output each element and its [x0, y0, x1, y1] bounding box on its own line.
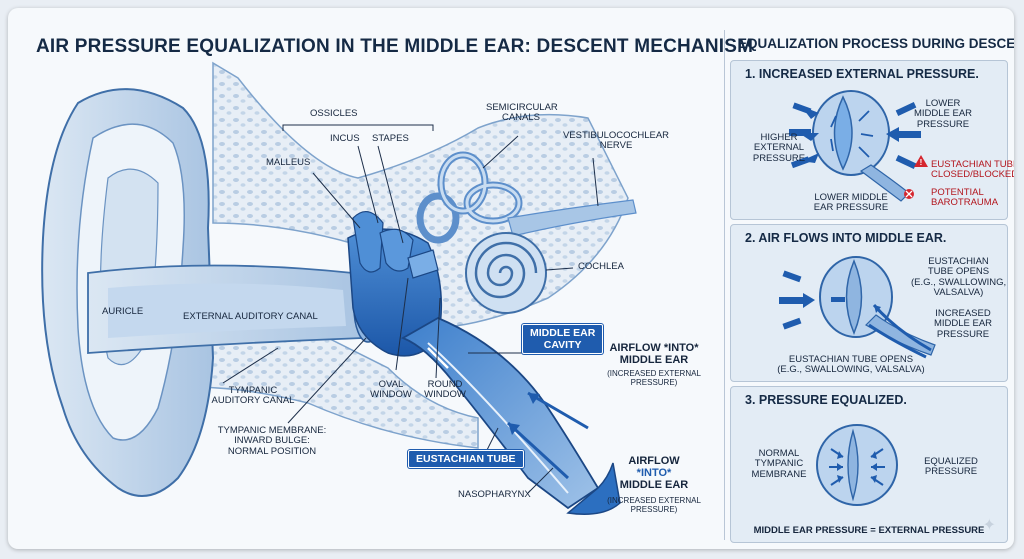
page-title: AIR PRESSURE EQUALIZATION IN THE MIDDLE … — [36, 36, 754, 57]
step-2-title: 2. AIR FLOWS INTO MIDDLE EAR. — [745, 231, 947, 245]
label-incus: INCUS — [330, 133, 360, 144]
diagram-card: AIR PRESSURE EQUALIZATION IN THE MIDDLE … — [8, 8, 1014, 549]
sparkle-icon: ✦ — [982, 517, 996, 534]
step-3-footer: MIDDLE EAR PRESSURE = EXTERNAL PRESSURE — [753, 525, 985, 536]
label-auricle: AURICLE — [102, 306, 144, 317]
label-external-auditory-canal: EXTERNAL AUDITORY CANAL — [183, 311, 318, 322]
ear-anatomy-illustration — [41, 61, 637, 515]
step-1-title: 1. INCREASED EXTERNAL PRESSURE. — [745, 67, 979, 81]
label-cochlea: COCHLEA — [578, 261, 624, 272]
label-malleus: MALLEUS — [266, 157, 311, 168]
step-2-bottom-label: EUSTACHIAN TUBE OPENS(E.G., SWALLOWING, … — [777, 354, 925, 376]
step-3-illustration — [816, 424, 898, 506]
divider — [724, 30, 725, 540]
label-stapes: STAPES — [372, 133, 409, 144]
step-3-title: 3. PRESSURE EQUALIZED. — [745, 393, 907, 407]
label-nasopharynx: NASOPHARYNX — [458, 489, 531, 500]
step-panel-2: 2. AIR FLOWS INTO MIDDLE EAR. EUSTACHIAN… — [730, 224, 1008, 382]
step-panel-1: 1. INCREASED EXTERNAL PRESSURE. ! — [730, 60, 1014, 220]
side-panel-title: EQUALIZATION PROCESS DURING DESCENT — [738, 36, 1014, 51]
step-2-illustration — [779, 256, 936, 359]
svg-text:!: ! — [920, 158, 923, 167]
label-airflow-into-a: AIRFLOW *INTO* MIDDLE EAR — [609, 342, 699, 367]
label-ossicles: OSSICLES — [310, 108, 358, 119]
label-tympanic-membrane: TYMPANIC MEMBRANE:INWARD BULGE:NORMAL PO… — [217, 425, 327, 457]
step-1-illustration: ! — [789, 90, 928, 202]
label-airflow-b: AIRFLOW *INTO* MIDDLE EAR — [619, 455, 689, 492]
tag-eustachian-tube: EUSTACHIAN TUBE — [408, 450, 524, 469]
